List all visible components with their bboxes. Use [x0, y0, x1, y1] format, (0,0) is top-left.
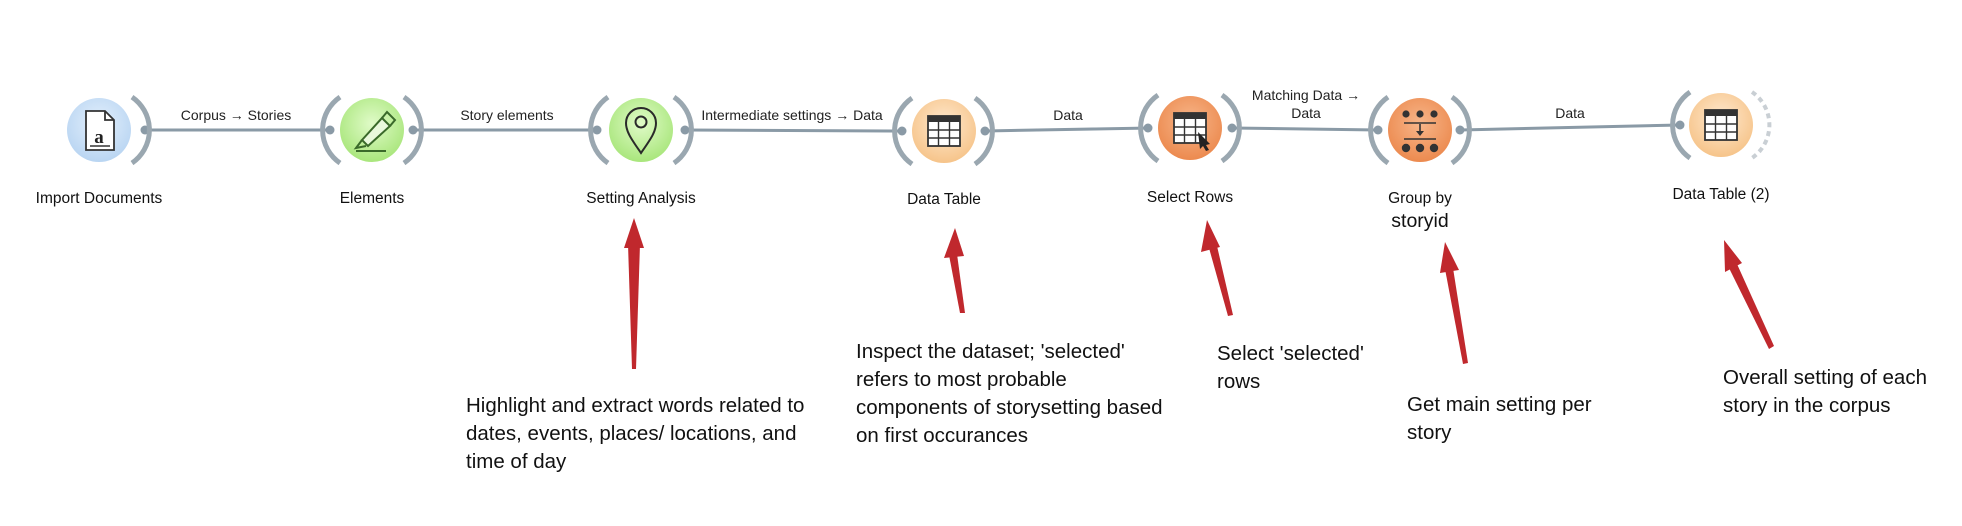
document-icon: a — [85, 110, 115, 151]
group-by-icon — [1401, 110, 1439, 153]
link-label-data-1: Data — [1053, 107, 1083, 123]
widget-label-data-table: Data Table — [907, 191, 981, 208]
node-elements[interactable] — [320, 94, 424, 166]
link-setting-table[interactable] — [684, 128, 903, 133]
node-import-documents[interactable]: a — [67, 94, 152, 166]
widget-label-elements: Elements — [339, 190, 405, 207]
links — [145, 123, 1681, 133]
node-data-table[interactable] — [892, 95, 995, 167]
arrow-setting-analysis — [624, 218, 644, 369]
select-rows-icon — [1173, 112, 1210, 151]
link-label-intermediate-settings: Intermediate settings → Data — [701, 107, 883, 123]
link-label-data-2: Data — [1555, 105, 1585, 121]
note-select-rows: Select 'selected' rows — [1217, 340, 1364, 396]
note-group-by: Get main setting per story — [1407, 391, 1592, 447]
link-label-matching-data: Matching Data → Data — [1252, 86, 1360, 122]
link-endpoints — [140, 120, 1685, 136]
note-line: components of storysetting based — [856, 396, 1163, 419]
arrow-data-table — [944, 228, 965, 313]
note-line: Highlight and extract words related to — [466, 394, 805, 417]
svg-text:a: a — [94, 127, 104, 148]
note-line: Inspect the dataset; 'selected' — [856, 340, 1125, 363]
widget-label-import-documents: Import Documents — [35, 190, 163, 207]
note-line: story — [1407, 421, 1452, 444]
note-data-table: Inspect the dataset; 'selected' refers t… — [856, 338, 1163, 450]
note-data-table-2: Overall setting of each story in the cor… — [1723, 364, 1927, 420]
note-line: rows — [1217, 370, 1261, 393]
link-label-matching-data-line1: Matching Data → — [1251, 87, 1361, 103]
note-line: Get main setting per — [1407, 393, 1592, 416]
note-line: on first occurances — [856, 424, 1029, 447]
arrow-select-rows — [1201, 220, 1233, 316]
link-label-matching-data-line2: Data — [1291, 105, 1321, 121]
node-group-by[interactable] — [1368, 94, 1472, 166]
note-line: Select 'selected' — [1217, 342, 1364, 365]
link-table-select[interactable] — [984, 126, 1149, 133]
note-line: story in the corpus — [1723, 394, 1891, 417]
node-data-table-2[interactable] — [1670, 89, 1772, 161]
widget-label-group-by: Group by — [1388, 190, 1452, 207]
highlighter-icon — [353, 110, 397, 152]
widget-label-select-rows: Select Rows — [1146, 189, 1234, 206]
note-line: refers to most probable — [856, 368, 1067, 391]
note-setting-analysis: Highlight and extract words related to d… — [466, 392, 804, 476]
note-line: dates, events, places/ locations, and — [466, 422, 797, 445]
node-setting-analysis[interactable] — [588, 94, 694, 166]
table-icon — [1704, 109, 1738, 141]
widget-label-setting-analysis: Setting Analysis — [586, 190, 696, 207]
link-label-story-elements: Story elements — [460, 107, 554, 123]
note-line: time of day — [466, 450, 567, 473]
link-select-group[interactable] — [1231, 126, 1379, 132]
link-group-table2[interactable] — [1459, 123, 1681, 132]
table-icon — [927, 115, 961, 147]
widget-sublabel-storyid: storyid — [1391, 210, 1449, 232]
location-pin-icon — [624, 107, 658, 155]
node-select-rows[interactable] — [1138, 92, 1242, 164]
arrow-data-table-2 — [1724, 240, 1774, 349]
widget-label-data-table-2: Data Table (2) — [1672, 186, 1770, 203]
note-line: Overall setting of each — [1723, 366, 1927, 389]
link-label-corpus-stories: Corpus → Stories — [180, 107, 292, 123]
arrow-group-by — [1440, 242, 1468, 364]
annotation-arrows — [624, 218, 1774, 369]
